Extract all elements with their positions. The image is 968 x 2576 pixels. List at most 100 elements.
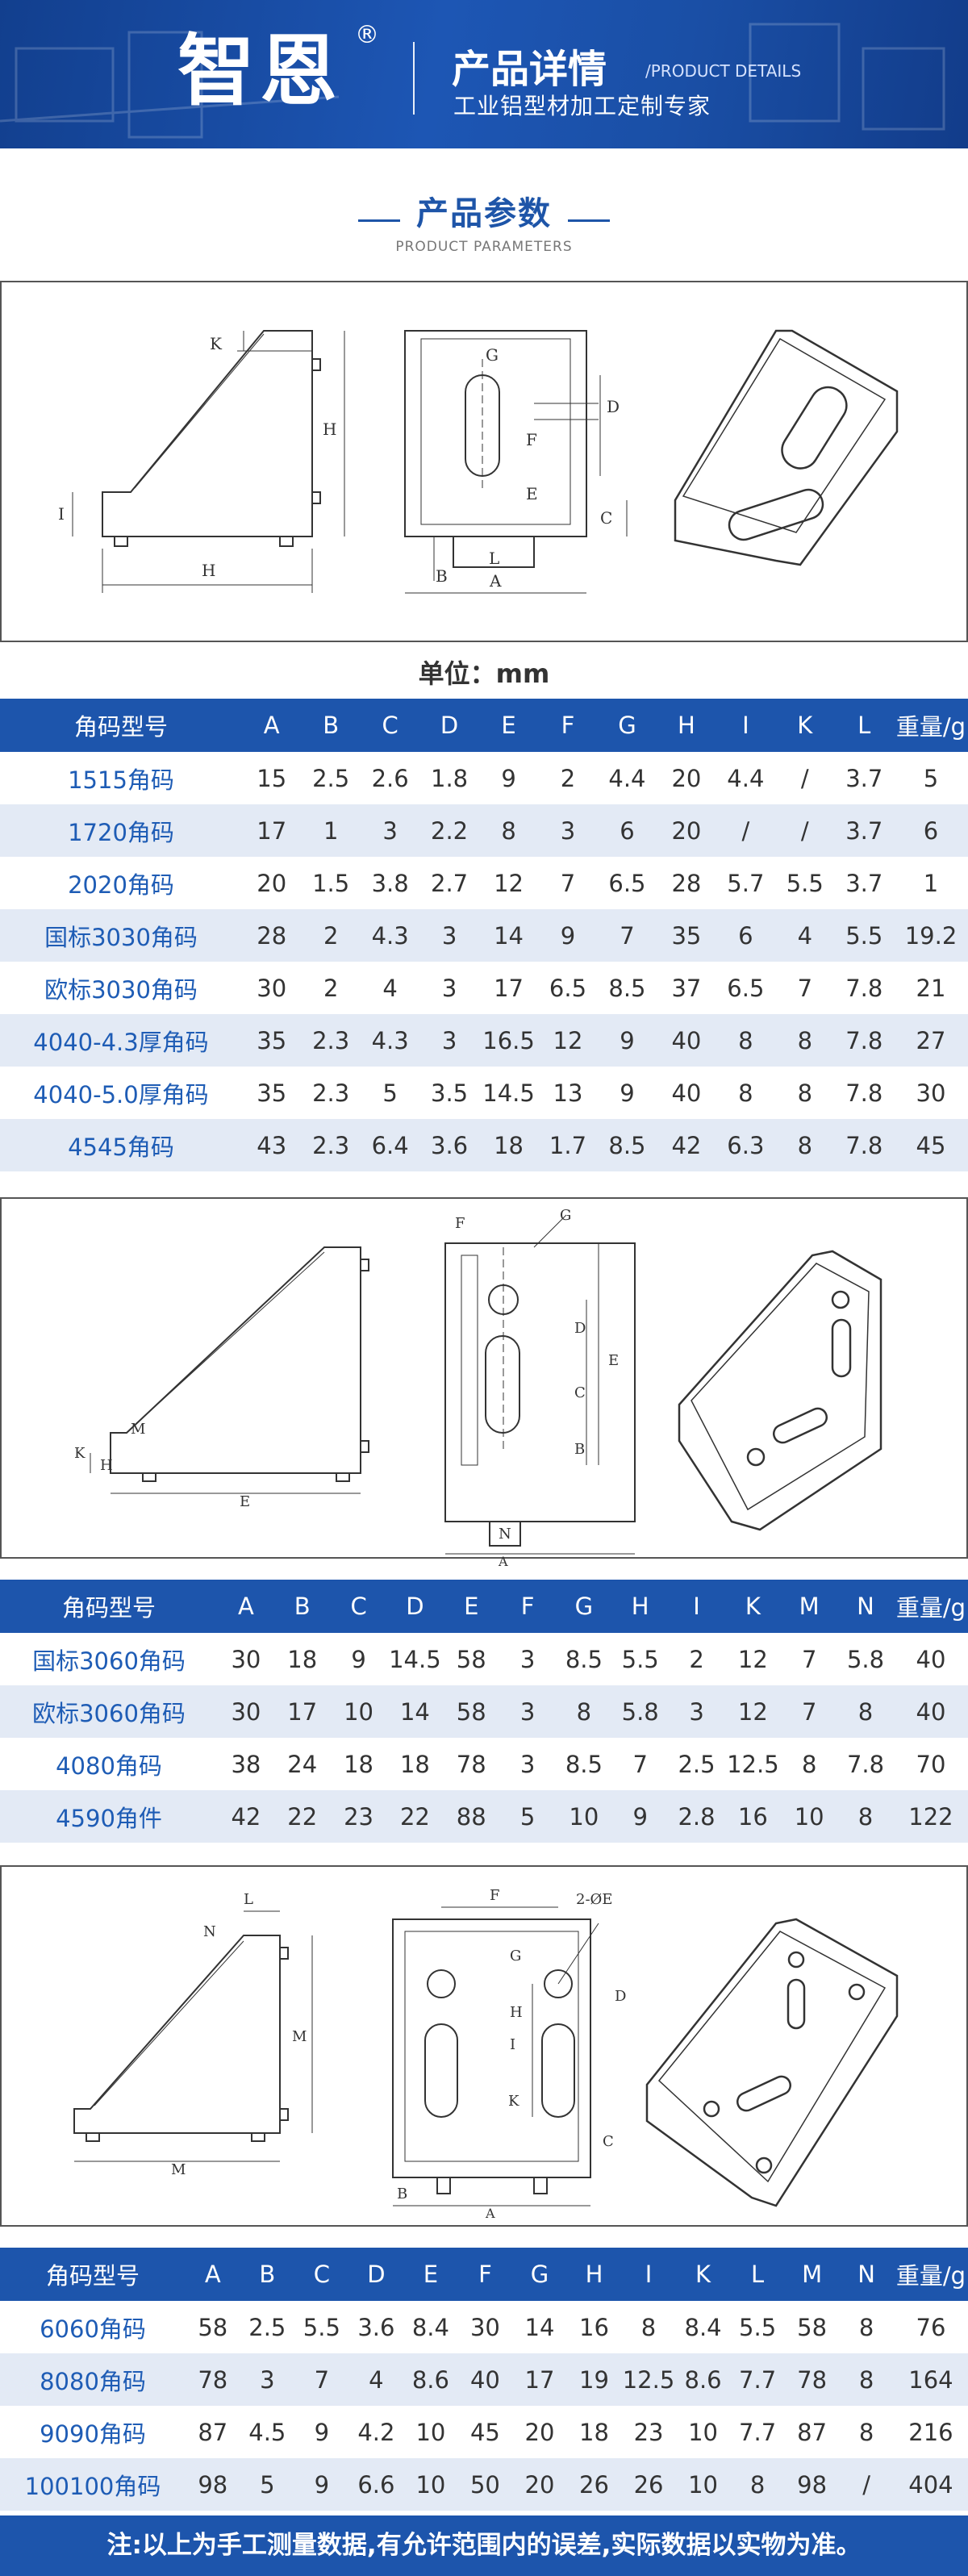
- header-col: C: [360, 699, 420, 752]
- value-cell: 122: [893, 1790, 968, 1843]
- value-cell: 1.7: [538, 1119, 598, 1171]
- value-cell: 70: [893, 1738, 968, 1790]
- isometric-view-3: [645, 1918, 899, 2207]
- banner-divider: [413, 42, 415, 115]
- value-cell: 7: [294, 2353, 349, 2406]
- value-cell: 14: [386, 1685, 444, 1738]
- header-model: 角码型号: [0, 699, 242, 752]
- value-cell: /: [839, 2458, 894, 2511]
- page-title-en: /PRODUCT DETAILS: [645, 61, 802, 81]
- registered-mark: ®: [355, 21, 379, 49]
- model-name-cell: 4590角件: [0, 1790, 218, 1843]
- value-cell: 7.8: [834, 1014, 894, 1067]
- header-banner: 智恩 ® 产品详情 /PRODUCT DETAILS 工业铝型材加工定制专家: [0, 0, 968, 148]
- value-cell: 6.5: [716, 962, 776, 1014]
- header-col: B: [240, 2248, 295, 2301]
- value-cell: 4.4: [716, 752, 776, 804]
- header-col: A: [218, 1580, 274, 1633]
- value-cell: 3.8: [360, 857, 420, 909]
- value-cell: 4.2: [348, 2406, 404, 2458]
- value-cell: 30: [893, 1067, 968, 1119]
- value-cell: 35: [657, 909, 716, 962]
- value-cell: 15: [242, 752, 302, 804]
- dim-label-l: L: [244, 1891, 253, 1908]
- value-cell: 6: [716, 909, 776, 962]
- value-cell: 20: [657, 752, 716, 804]
- value-cell: 21: [893, 962, 968, 1014]
- value-cell: 87: [784, 2406, 840, 2458]
- value-cell: 8.4: [675, 2301, 731, 2353]
- value-cell: 8.5: [597, 962, 657, 1014]
- value-cell: 7.8: [834, 1067, 894, 1119]
- value-cell: 40: [893, 1633, 968, 1685]
- header-col: G: [555, 1580, 612, 1633]
- dim-label-n: N: [499, 1526, 511, 1543]
- model-name-cell: 国标3060角码: [0, 1633, 218, 1685]
- header-col: A: [186, 2248, 240, 2301]
- header-col: L: [730, 2248, 785, 2301]
- value-cell: 78: [186, 2353, 240, 2406]
- value-cell: 8: [775, 1119, 835, 1171]
- value-cell: 8: [837, 1685, 894, 1738]
- value-cell: 9: [597, 1014, 657, 1067]
- value-cell: 10: [781, 1790, 838, 1843]
- footnote: 注:以上为手工测量数据,有允许范围内的误差,实际数据以实物为准。: [0, 2515, 968, 2576]
- page-title: 产品详情: [452, 47, 607, 92]
- brand-logo: 智恩: [177, 26, 342, 116]
- heading-line-right: [568, 219, 610, 222]
- value-cell: 7: [781, 1685, 838, 1738]
- header-col: F: [499, 1580, 556, 1633]
- header-col: D: [348, 2248, 404, 2301]
- value-cell: 76: [893, 2301, 968, 2353]
- value-cell: 3: [240, 2353, 295, 2406]
- value-cell: 4.3: [360, 1014, 420, 1067]
- value-cell: 2.5: [240, 2301, 295, 2353]
- value-cell: 35: [242, 1067, 302, 1119]
- model-name-cell: 1515角码: [0, 752, 242, 804]
- value-cell: 17: [242, 804, 302, 857]
- value-cell: 23: [330, 1790, 387, 1843]
- side-view: [72, 330, 345, 593]
- value-cell: 12: [724, 1685, 782, 1738]
- value-cell: 12: [538, 1014, 598, 1067]
- dim-label-g: G: [486, 345, 499, 365]
- unit-label: 单位：mm: [418, 658, 550, 689]
- dim-label-n: N: [203, 1923, 216, 1940]
- value-cell: 12.5: [724, 1738, 782, 1790]
- dim-label-e: E: [608, 1352, 620, 1369]
- value-cell: 20: [242, 857, 302, 909]
- diagram-frame-1: K H I H G D F E C B L A: [0, 281, 968, 642]
- dim-label-d: D: [574, 1320, 586, 1337]
- dim-label-e: E: [526, 484, 538, 503]
- value-cell: 216: [893, 2406, 968, 2458]
- isometric-view-2: [678, 1250, 882, 1531]
- value-cell: 26: [621, 2458, 676, 2511]
- dim-label-g: G: [510, 1948, 522, 1964]
- value-cell: 9: [611, 1790, 669, 1843]
- value-cell: 45: [893, 1119, 968, 1171]
- value-cell: 3: [499, 1738, 556, 1790]
- value-cell: 20: [512, 2406, 567, 2458]
- value-cell: 6.5: [538, 962, 598, 1014]
- value-cell: 22: [273, 1790, 331, 1843]
- dim-label-i: I: [510, 2036, 516, 2053]
- value-cell: 18: [273, 1633, 331, 1685]
- dim-label-f: F: [455, 1215, 465, 1232]
- value-cell: 9: [294, 2458, 349, 2511]
- value-cell: 8: [839, 2406, 894, 2458]
- value-cell: /: [775, 752, 835, 804]
- value-cell: 3.6: [348, 2301, 404, 2353]
- value-cell: 9: [538, 909, 598, 962]
- value-cell: 10: [403, 2458, 458, 2511]
- header-col: E: [403, 2248, 458, 2301]
- value-cell: 5.5: [294, 2301, 349, 2353]
